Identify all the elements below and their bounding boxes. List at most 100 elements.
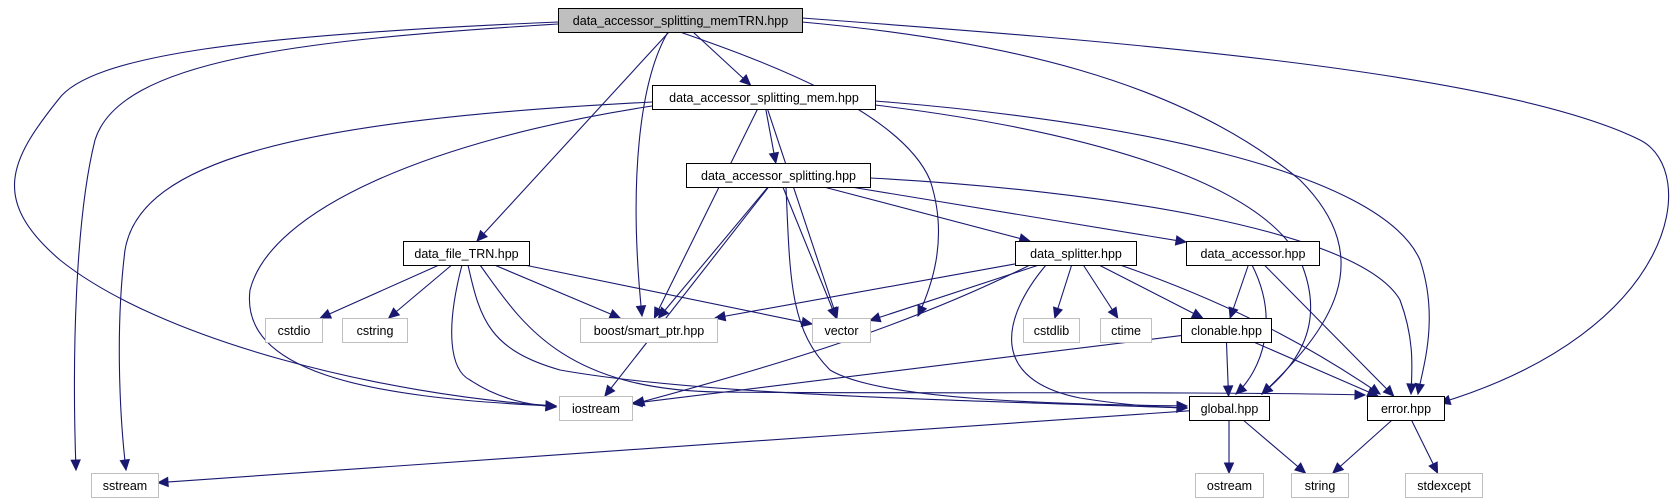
node-stdexcept: stdexcept (1405, 473, 1483, 498)
edge-clonable-to-iostream (631, 335, 1182, 405)
edges-layer (13, 17, 1670, 488)
arrowhead-mem-to-error (1414, 382, 1425, 396)
arrowhead-split-to-smartptr (657, 306, 670, 319)
edge-splitter-to-smartptr (714, 263, 1016, 319)
node-box-accessor (1186, 241, 1320, 266)
edge-global-to-sstream (157, 410, 1190, 484)
node-box-splitter (1015, 241, 1137, 266)
arrowhead-global-to-string (1293, 462, 1307, 474)
arrowhead-mem-to-split (768, 151, 780, 165)
edge-root-to-smartptr (635, 31, 669, 317)
edge-clonable-to-error (1253, 341, 1379, 397)
edge-split-to-error (869, 177, 1413, 395)
node-splitter[interactable]: data_splitter.hpp (1015, 241, 1137, 266)
node-box-clonable (1181, 318, 1272, 343)
node-label-string: string (1305, 479, 1336, 493)
node-box-ostream (1195, 473, 1264, 498)
edge-error-to-string (1332, 419, 1393, 474)
arrowhead-accessor-to-clonable (1228, 306, 1239, 320)
node-label-trn: data_file_TRN.hpp (414, 247, 518, 261)
arrowhead-split-to-error (1406, 383, 1417, 396)
arrowhead-trn-to-error (1354, 389, 1367, 401)
node-smartptr: boost/smart_ptr.hpp (580, 318, 718, 343)
node-label-global: global.hpp (1201, 402, 1259, 416)
node-box-string (1291, 473, 1349, 498)
node-box-trn (403, 241, 530, 266)
edge-splitter-to-error (1119, 264, 1381, 395)
node-trn[interactable]: data_file_TRN.hpp (403, 241, 530, 266)
node-global[interactable]: global.hpp (1189, 396, 1270, 421)
arrowhead-clonable-to-global (1222, 385, 1234, 398)
arrowhead-mem-to-global (1261, 383, 1274, 395)
node-label-sstream: sstream (103, 479, 147, 493)
node-ctime: ctime (1100, 318, 1152, 343)
node-label-smartptr: boost/smart_ptr.hpp (594, 324, 705, 338)
node-label-cstdio: cstdio (278, 324, 311, 338)
node-accessor[interactable]: data_accessor.hpp (1186, 241, 1320, 266)
node-label-cstdlib: cstdlib (1034, 324, 1069, 338)
node-label-splitter: data_splitter.hpp (1030, 247, 1122, 261)
arrowhead-accessor-to-global (1235, 383, 1248, 395)
nodes-layer: data_accessor_splitting_memTRN.hpp data_a… (91, 8, 1483, 498)
edge-splitter-to-ctime (1082, 264, 1119, 319)
arrowhead-mem-to-sstream (119, 458, 130, 472)
node-label-iostream: iostream (572, 402, 620, 416)
node-clonable[interactable]: clonable.hpp (1181, 318, 1272, 343)
node-split[interactable]: data_accessor_splitting.hpp (686, 163, 871, 188)
arrowhead-global-to-ostream (1223, 462, 1235, 475)
node-box-cstdlib (1023, 318, 1080, 343)
node-cstdio: cstdio (265, 318, 323, 343)
node-box-root (558, 8, 803, 33)
edge-split-to-splitter (823, 186, 1030, 242)
node-mem[interactable]: data_accessor_splitting_mem.hpp (652, 85, 876, 110)
edge-mem-to-iostream (248, 105, 653, 407)
node-label-split: data_accessor_splitting.hpp (701, 169, 856, 183)
node-sstream: sstream (91, 473, 159, 498)
arrowhead-accessor-to-error (1382, 384, 1395, 397)
arrowhead-splitter-to-ctime (1107, 306, 1119, 320)
edge-trn-to-smartptr (494, 264, 621, 319)
node-label-clonable: clonable.hpp (1191, 324, 1262, 338)
arrowhead-clonable-to-iostream (630, 396, 644, 408)
edge-split-to-vector (782, 186, 837, 319)
edge-root-to-mem (692, 31, 751, 86)
arrowhead-splitter-to-clonable (1190, 308, 1204, 319)
edge-splitter-to-global (1011, 264, 1188, 409)
node-error[interactable]: error.hpp (1367, 396, 1445, 421)
node-string: string (1291, 473, 1349, 498)
arrowhead-splitter-to-vector (868, 312, 882, 323)
edge-splitter-to-clonable (1098, 264, 1203, 319)
node-label-error: error.hpp (1381, 402, 1431, 416)
node-box-stdexcept (1405, 473, 1483, 498)
node-label-ctime: ctime (1111, 324, 1141, 338)
node-box-cstring (342, 318, 408, 343)
arrowhead-error-to-stdexcept (1428, 461, 1439, 475)
node-label-mem: data_accessor_splitting_mem.hpp (669, 91, 859, 105)
node-box-sstream (91, 473, 159, 498)
arrowhead-root-to-smartptr (635, 305, 647, 318)
edge-mem-to-vector (766, 108, 838, 319)
arrowhead-root-to-mem (739, 74, 752, 86)
arrowhead-trn-to-smartptr (608, 309, 622, 319)
node-label-vector: vector (824, 324, 858, 338)
arrowhead-root-to-sstream (70, 459, 81, 472)
edge-root-to-trn (476, 31, 670, 242)
node-label-root: data_accessor_splitting_memTRN.hpp (573, 14, 788, 28)
node-root[interactable]: data_accessor_splitting_memTRN.hpp (558, 8, 803, 33)
edge-accessor-to-error (1263, 264, 1395, 397)
node-label-stdexcept: stdexcept (1417, 479, 1471, 493)
node-box-mem (652, 85, 876, 110)
node-box-error (1367, 396, 1445, 421)
node-label-ostream: ostream (1207, 479, 1252, 493)
node-cstdlib: cstdlib (1023, 318, 1080, 343)
edge-split-to-global (785, 186, 1188, 407)
edge-trn-to-iostream (451, 264, 557, 408)
edge-mem-to-global (874, 104, 1312, 395)
arrowhead-global-to-sstream (156, 476, 169, 488)
arrowhead-split-to-iostream (604, 384, 616, 397)
arrowhead-trn-to-cstdio (319, 308, 333, 319)
arrowhead-error-to-string (1331, 462, 1345, 474)
arrowhead-trn-to-cstring (387, 307, 401, 319)
node-box-split (686, 163, 871, 188)
